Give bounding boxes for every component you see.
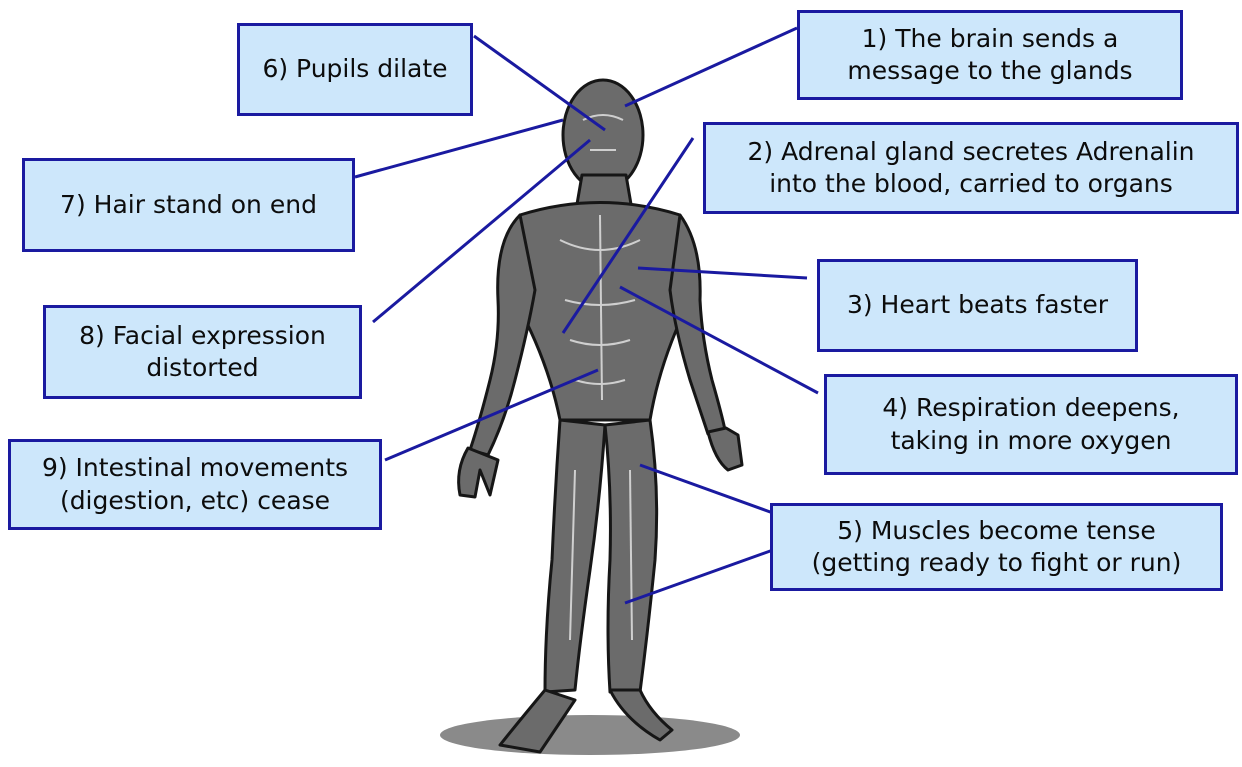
label-pupils-dilate: 6) Pupils dilate: [237, 23, 473, 116]
label-brain-message: 1) The brain sends a message to the glan…: [797, 10, 1183, 100]
connector-5a: [640, 465, 773, 513]
label-adrenal-gland: 2) Adrenal gland secretes Adrenalin into…: [703, 122, 1239, 214]
label-respiration: 4) Respiration deepens, taking in more o…: [824, 374, 1238, 475]
label-heart-beats: 3) Heart beats faster: [817, 259, 1138, 352]
label-facial-expression: 8) Facial expression distorted: [43, 305, 362, 399]
label-intestinal-movements: 9) Intestinal movements (digestion, etc)…: [8, 439, 382, 530]
human-figure-illustration: [459, 80, 742, 752]
connector-6: [474, 36, 605, 130]
label-muscles-tense: 5) Muscles become tense (getting ready t…: [770, 503, 1223, 591]
label-hair-stand: 7) Hair stand on end: [22, 158, 355, 252]
connector-1: [625, 28, 797, 106]
connector-7: [355, 120, 563, 177]
